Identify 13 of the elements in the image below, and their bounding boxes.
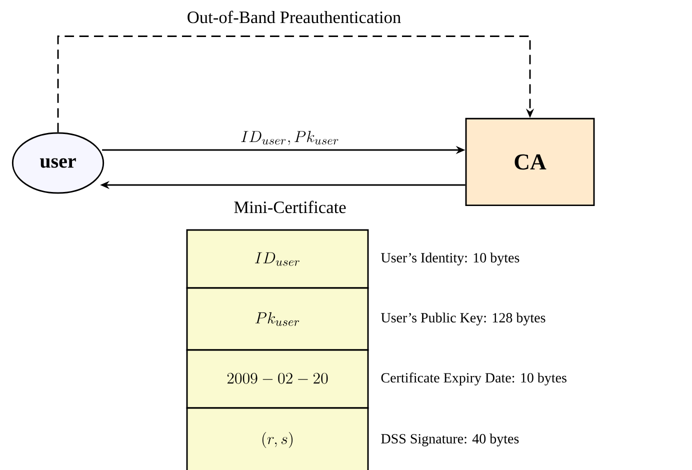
edge-label: Mini-Certificate: [234, 200, 346, 214]
edge-label: Out-of-Band Preauthentication: [188, 10, 401, 24]
table-cell: $2009-02-20$: [186, 349, 369, 409]
field-description: Certificate Expiry Date: 10 bytes: [381, 372, 566, 386]
arrow: [57, 36, 534, 132]
field-description: User’s Identity: 10 bytes: [381, 252, 520, 266]
field-description: User’s Public Key: 128 bytes: [381, 312, 546, 326]
table-cell: $Pk_{user}$: [186, 287, 369, 351]
ca-box: CA: [465, 118, 595, 206]
field-description: DSS Signature: 40 bytes: [381, 434, 519, 446]
edge-label: $ID_{user}, Pk_{user}$: [241, 130, 338, 146]
table-cell: $(r,s)$: [186, 407, 369, 470]
table-cell: $ID_{user}$: [186, 229, 369, 289]
